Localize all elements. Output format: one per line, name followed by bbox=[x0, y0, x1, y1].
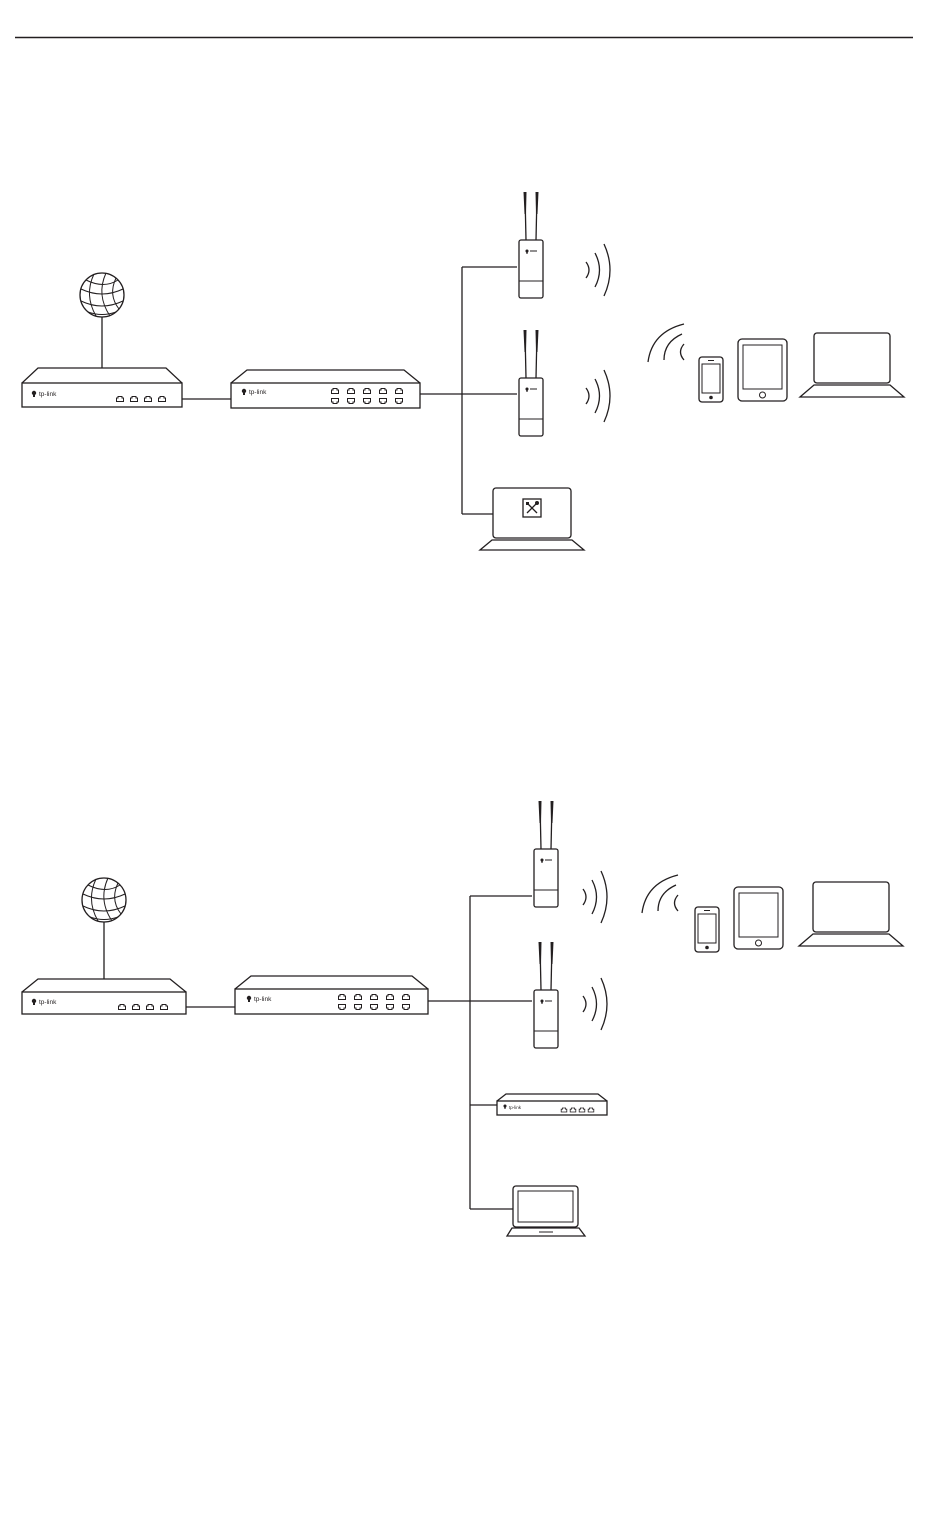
controller-icon: tp-link bbox=[497, 1094, 607, 1115]
access-point-icon bbox=[519, 192, 543, 298]
switch-brand-label: tp-link bbox=[254, 996, 272, 1003]
wifi-waves-icon bbox=[642, 875, 678, 913]
switch-icon: tp-link bbox=[235, 976, 428, 1014]
wifi-waves-icon bbox=[583, 978, 607, 1030]
router-brand-label: tp-link bbox=[39, 999, 57, 1006]
wifi-waves-icon bbox=[583, 871, 607, 923]
access-point-icon bbox=[519, 330, 543, 436]
switch-brand-label: tp-link bbox=[249, 389, 267, 396]
wifi-waves-icon bbox=[586, 370, 610, 422]
management-laptop-icon bbox=[507, 1186, 585, 1236]
topology-b: tp-link tp-link bbox=[22, 801, 903, 1236]
globe-icon bbox=[82, 878, 126, 922]
wifi-waves-icon bbox=[586, 244, 610, 296]
connection-lines bbox=[420, 267, 517, 514]
globe-icon bbox=[80, 273, 124, 317]
smartphone-icon bbox=[699, 357, 723, 402]
management-laptop-icon bbox=[480, 488, 584, 550]
laptop-icon bbox=[799, 882, 903, 946]
access-point-icon bbox=[534, 942, 558, 1048]
connection-lines bbox=[428, 896, 532, 1209]
tools-icon bbox=[523, 499, 541, 517]
laptop-icon bbox=[800, 333, 904, 397]
router-icon: tp-link bbox=[22, 368, 182, 407]
router-icon: tp-link bbox=[22, 979, 186, 1014]
tablet-icon bbox=[734, 887, 783, 949]
topology-a: tp-link tp-link bbox=[22, 192, 904, 550]
switch-icon: tp-link bbox=[231, 370, 420, 408]
router-brand-label: tp-link bbox=[39, 391, 57, 398]
controller-brand-label: tp-link bbox=[509, 1105, 522, 1110]
smartphone-icon bbox=[695, 907, 719, 952]
wifi-waves-icon bbox=[648, 324, 684, 362]
access-point-icon bbox=[534, 801, 558, 907]
tablet-icon bbox=[738, 339, 787, 401]
